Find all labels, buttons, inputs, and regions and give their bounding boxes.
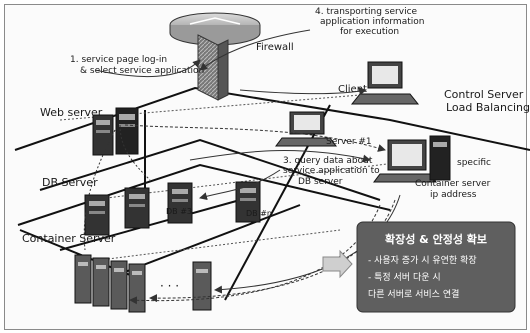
db-3-label: DB #3 bbox=[166, 207, 192, 216]
container-server-icons bbox=[74, 254, 212, 313]
db-server-1-icon bbox=[84, 194, 110, 236]
server-1-label: Server #1 bbox=[326, 137, 372, 147]
container-server-ip-label-line1: Container server bbox=[415, 179, 491, 189]
dotted-grid bbox=[59, 94, 421, 261]
db-server-icons bbox=[84, 181, 261, 236]
container-server-label: Container Server bbox=[22, 232, 116, 245]
db-server-n-icon bbox=[235, 181, 261, 223]
client-computer-icon bbox=[350, 61, 420, 105]
specific-label: specific bbox=[457, 158, 491, 168]
ellipsis-text: · · · bbox=[160, 279, 179, 293]
step3-label-line1: 3. query data about bbox=[283, 156, 373, 166]
step4-label-line2: application information bbox=[320, 17, 424, 27]
callout-arrow-icon bbox=[322, 249, 353, 279]
callout-title: 확장성 & 안정성 확보 bbox=[385, 232, 487, 246]
db-n-label: DB #n bbox=[246, 209, 272, 218]
container-server-ip-label-line2: ip address bbox=[430, 190, 477, 200]
control-server-icon bbox=[373, 135, 451, 183]
db-server-3-icon bbox=[167, 182, 193, 224]
db-server-label: DB Server bbox=[42, 176, 98, 189]
callout-box: 확장성 & 안정성 확보 - 사용자 증가 시 유연한 확장 - 특정 서버 다… bbox=[356, 221, 516, 313]
step1-label-line1: 1. service page log-in bbox=[70, 55, 167, 65]
firewall-label: Firewall bbox=[256, 42, 294, 53]
router-icon bbox=[169, 12, 261, 46]
web-server-label: Web server bbox=[40, 106, 103, 119]
control-server-label: Control Server bbox=[444, 88, 524, 101]
client-label: Client bbox=[338, 84, 367, 95]
step1-label-line2: & select service application bbox=[80, 66, 204, 76]
step4-label-line3: for execution bbox=[340, 27, 399, 37]
db-server-2-icon bbox=[124, 187, 150, 229]
step3-label-line2: service application to bbox=[283, 166, 380, 176]
step4-label-line1: 4. transporting service bbox=[315, 7, 418, 17]
step3-label-line3: DB server bbox=[298, 177, 343, 187]
load-balancing-label: Load Balancing bbox=[446, 101, 530, 114]
callout-item: - 특정 서버 다운 시 bbox=[368, 272, 441, 283]
web-server-icon bbox=[92, 107, 139, 156]
callout-item: 다른 서버로 서비스 연결 bbox=[368, 289, 459, 300]
callout-item: - 사용자 증가 시 유연한 확장 bbox=[368, 254, 477, 266]
